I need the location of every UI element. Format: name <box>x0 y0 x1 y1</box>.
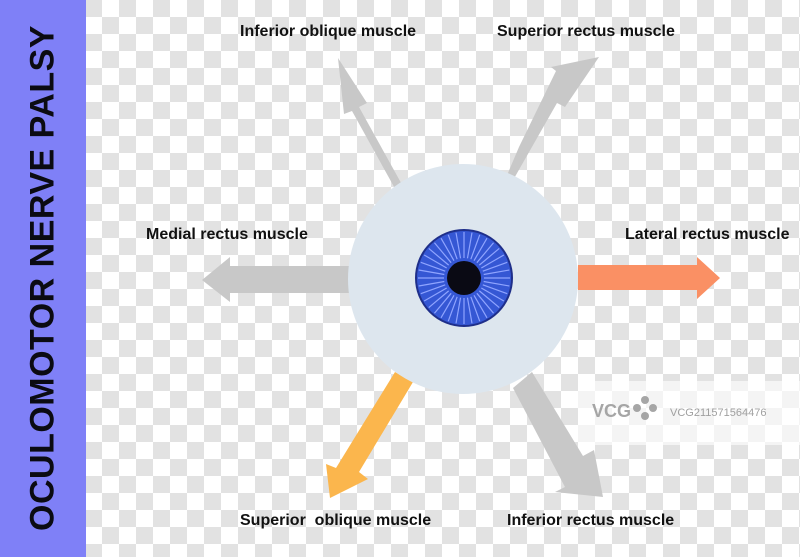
arrow-lateral-rectus <box>578 257 720 299</box>
watermark-id: VCG211571564476 <box>670 407 767 419</box>
iris-striation <box>420 261 446 272</box>
arrow-inferior-rectus <box>513 372 603 497</box>
arrow-medial-rectus <box>202 257 350 302</box>
iris-striation <box>476 292 495 314</box>
watermark-logo: VCG <box>592 401 632 421</box>
iris-striation <box>440 295 455 319</box>
iris-striation <box>433 292 452 314</box>
iris-striation <box>455 297 462 324</box>
iris-striation <box>420 284 446 295</box>
label-lateral-rectus: Lateral rectus muscle <box>625 226 790 243</box>
iris-striation <box>440 237 455 261</box>
iris-striation <box>428 290 450 309</box>
iris-striation <box>473 237 488 261</box>
iris-striation <box>428 247 450 266</box>
arrow-inferior-oblique <box>338 58 405 194</box>
iris-striation <box>423 287 447 302</box>
iris-striation <box>478 290 500 309</box>
iris-striation <box>418 280 445 287</box>
arrow-superior-rectus <box>505 57 599 182</box>
iris-striation <box>423 254 447 269</box>
arrow-superior-oblique <box>326 372 413 498</box>
watermark-flower-icon <box>633 396 657 420</box>
iris-striation <box>478 247 500 266</box>
iris-striation <box>466 232 473 259</box>
iris-striation <box>482 261 508 272</box>
label-inferior-rectus: Inferior rectus muscle <box>507 512 675 529</box>
label-superior-oblique: Superior oblique muscle <box>240 512 432 529</box>
pupil <box>447 261 481 295</box>
label-medial-rectus: Medial rectus muscle <box>146 226 308 243</box>
label-inferior-oblique: Inferior oblique muscle <box>240 23 417 40</box>
iris-striation <box>476 242 495 264</box>
iris-striation <box>447 234 458 260</box>
watermark: VCG VCG211571564476 <box>578 381 800 445</box>
side-banner: OCULOMOTOR NERVE PALSY <box>0 0 86 557</box>
iris-striation <box>481 287 505 302</box>
iris-striation <box>473 295 488 319</box>
iris-striation <box>433 242 452 264</box>
iris-striation <box>481 254 505 269</box>
iris-striation <box>483 269 510 276</box>
iris-striation <box>470 234 481 260</box>
iris-striation <box>483 280 510 287</box>
iris-striation <box>470 296 481 322</box>
iris-striation <box>455 232 462 259</box>
iris-striation <box>466 297 473 324</box>
iris-striation <box>418 269 445 276</box>
iris-striation <box>482 284 508 295</box>
iris-striation <box>447 296 458 322</box>
label-superior-rectus: Superior rectus muscle <box>497 23 675 40</box>
